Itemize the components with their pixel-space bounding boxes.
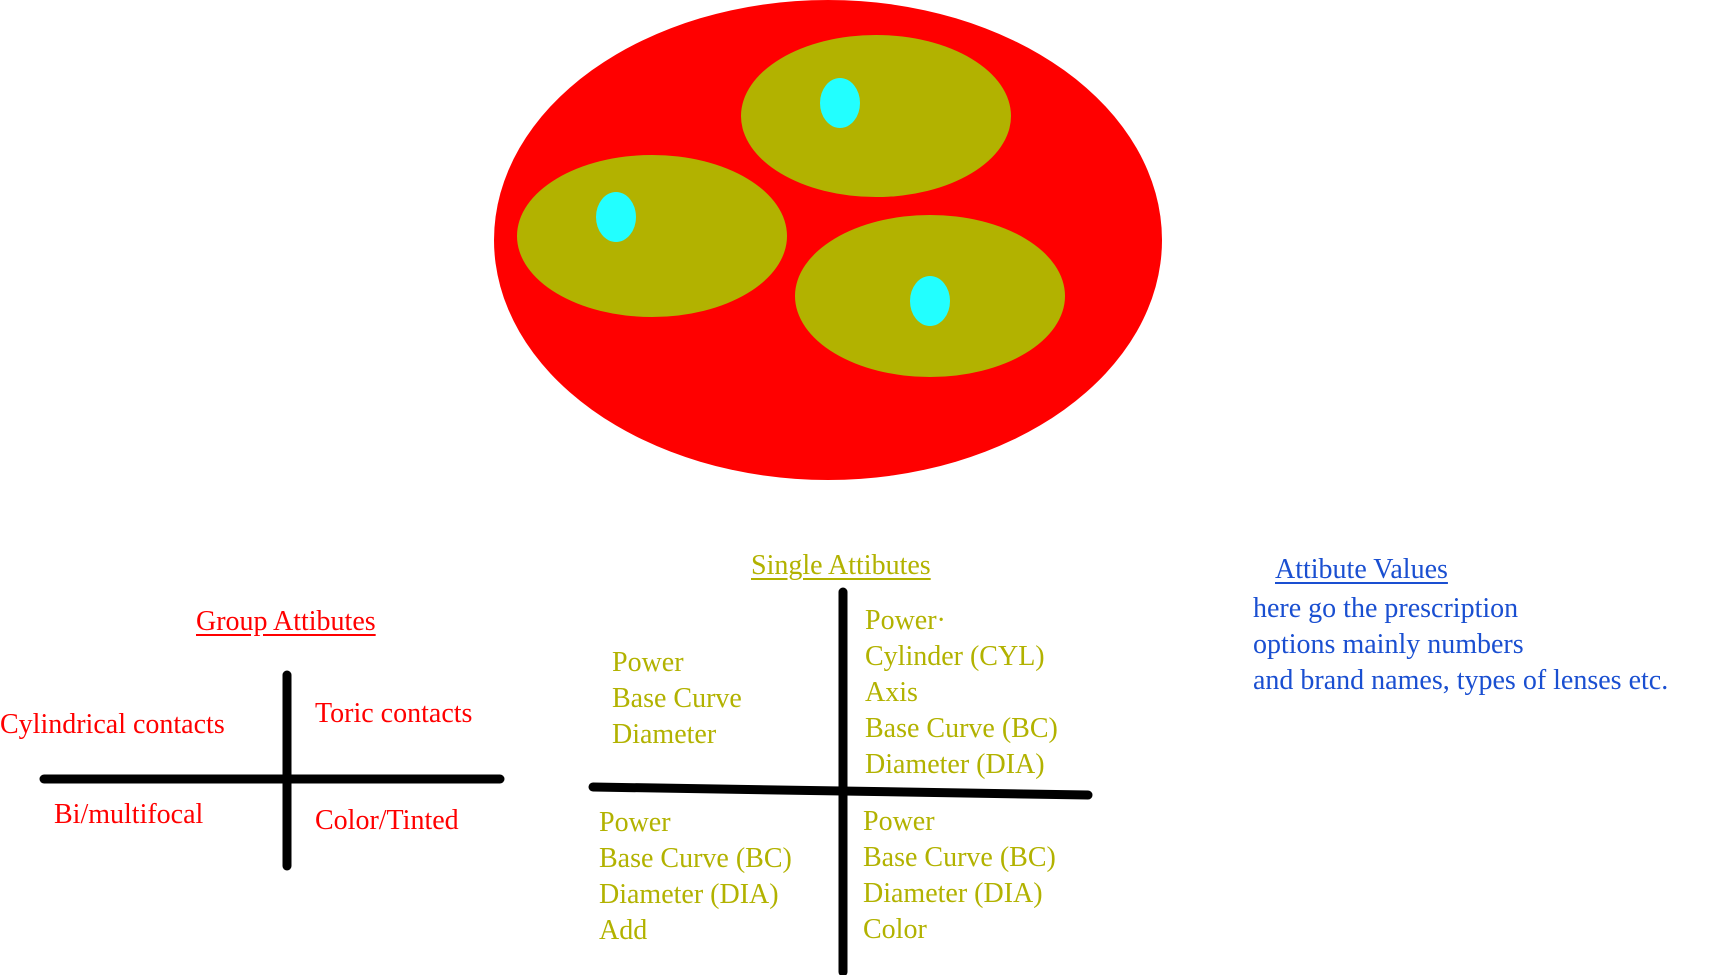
single-bottom-left-item: Add: [599, 915, 648, 946]
single-top-right-item: Cylinder (CYL): [865, 641, 1045, 672]
group-attributes-heading: Group Attibutes: [196, 606, 376, 637]
single-bottom-right-item: Diameter (DIA): [863, 878, 1043, 909]
dot-right: [910, 276, 950, 326]
group-top-left-label: Cylindrical contacts: [0, 709, 225, 740]
single-bottom-right-item: Color: [863, 914, 927, 945]
group-bottom-left-label: Bi/multifocal: [54, 799, 204, 830]
single-top-right-item: Power·: [865, 605, 946, 636]
attribute-values-line: and brand names, types of lenses etc.: [1253, 665, 1669, 696]
attribute-values-line: options mainly numbers: [1253, 629, 1524, 660]
single-top-left-item: Base Curve: [612, 683, 742, 714]
inner-ellipse-left: [517, 155, 787, 317]
single-top-left-list: Power Base Curve Diameter: [612, 645, 742, 753]
group-bottom-right-label: Color/Tinted: [315, 805, 459, 836]
single-bottom-right-item: Power: [863, 806, 935, 837]
dot-top: [820, 78, 860, 128]
single-bottom-left-list: Power Base Curve (BC) Diameter (DIA) Add: [599, 805, 792, 949]
single-top-right-item: Axis: [865, 677, 918, 708]
single-top-left-item: Power: [612, 647, 684, 678]
group-top-right-label: Toric contacts: [315, 698, 473, 729]
single-top-left-item: Diameter: [612, 719, 717, 750]
single-top-right-item: Base Curve (BC): [865, 713, 1058, 744]
attribute-values-text: here go the prescription options mainly …: [1253, 591, 1668, 699]
single-bottom-right-item: Base Curve (BC): [863, 842, 1056, 873]
single-top-right-item: Diameter (DIA): [865, 749, 1045, 780]
single-bottom-right-list: Power Base Curve (BC) Diameter (DIA) Col…: [863, 804, 1056, 948]
attribute-values-line: here go the prescription: [1253, 593, 1519, 624]
dot-left: [596, 192, 636, 242]
single-top-right-list: Power· Cylinder (CYL) Axis Base Curve (B…: [865, 603, 1058, 783]
single-bottom-left-item: Power: [599, 807, 671, 838]
single-bottom-left-item: Diameter (DIA): [599, 879, 779, 910]
attribute-values-heading: Attibute Values: [1275, 554, 1448, 585]
inner-ellipse-top: [741, 35, 1011, 197]
single-bottom-left-item: Base Curve (BC): [599, 843, 792, 874]
single-attributes-heading: Single Attibutes: [751, 550, 931, 581]
